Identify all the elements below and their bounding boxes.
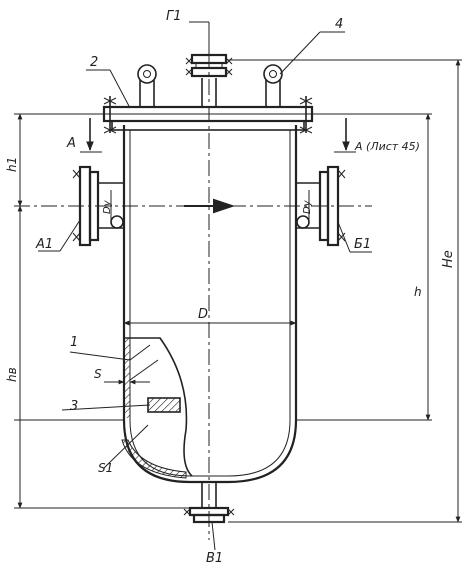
- label-s: S: [94, 367, 102, 381]
- bottom-nozzle-v1: [183, 482, 235, 524]
- label-h: h: [414, 285, 422, 299]
- lifting-lug-left: [137, 64, 157, 107]
- label-section-a-right: А (Лист 45): [354, 140, 420, 153]
- label-item-1: 1: [70, 335, 78, 350]
- label-dy-left: Dy: [102, 199, 113, 214]
- label-item-3: 3: [70, 399, 78, 414]
- label-he: He: [441, 250, 456, 268]
- flow-arrow: [184, 198, 236, 214]
- dimension-lines: [14, 59, 462, 523]
- top-nozzle-g1: [185, 53, 233, 107]
- label-section-a-left: А: [66, 136, 76, 151]
- label-item-4: 4: [335, 17, 343, 32]
- label-dy-right: Dy: [302, 199, 313, 214]
- label-b1-side: Б1: [354, 237, 371, 252]
- cutaway-section: [121, 337, 193, 479]
- section-arrow-right: [334, 118, 356, 153]
- label-s1: S1: [98, 461, 113, 475]
- label-h1: h1: [5, 157, 19, 172]
- filter-element-3: [147, 397, 181, 413]
- vessel-body: [122, 125, 298, 484]
- leader-lines: [38, 21, 372, 551]
- label-g1: Г1: [166, 9, 182, 24]
- label-a1: А1: [35, 237, 53, 252]
- label-hb: hв: [5, 367, 19, 382]
- label-v1: В1: [206, 551, 223, 566]
- label-d: D: [198, 307, 208, 322]
- label-item-2: 2: [90, 55, 98, 70]
- section-arrow-left: [80, 118, 102, 153]
- lifting-lug-right: [263, 64, 283, 107]
